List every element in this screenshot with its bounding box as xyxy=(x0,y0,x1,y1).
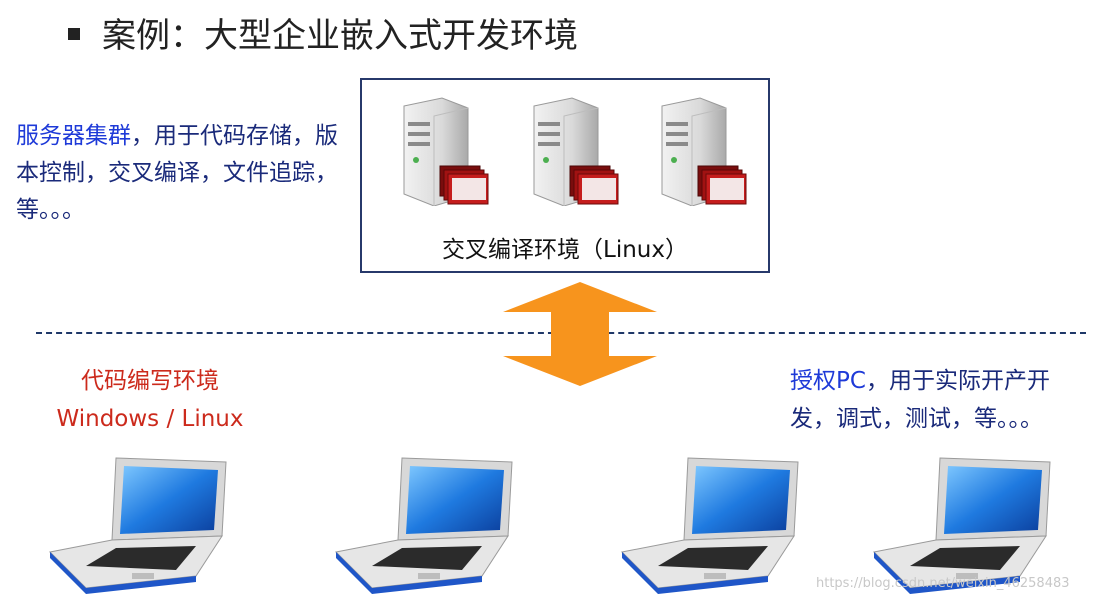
title-text: 案例：大型企业嵌入式开发环境 xyxy=(102,16,578,56)
laptop-icon xyxy=(620,457,799,594)
laptop-icon xyxy=(334,457,513,594)
bullet-icon xyxy=(68,27,80,40)
licensed-pc-label: 授权PC xyxy=(790,368,866,394)
laptop-icon xyxy=(872,457,1051,594)
licensed-pc-description: 授权PC，用于实际开产开发，调式，测试，等。。。 xyxy=(790,362,1090,438)
server-cluster-label: 服务器集群 xyxy=(16,123,131,149)
server-icon xyxy=(661,97,747,206)
double-arrow-icon xyxy=(503,282,657,386)
licensed-pc-details: ，用于实际开产开发，调式，测试，等。。。 xyxy=(790,368,1050,432)
code-env-os: Windows / Linux xyxy=(56,406,244,432)
code-writing-environment: 代码编写环境 Windows / Linux xyxy=(40,362,260,438)
server-cluster-box: 交叉编译环境（Linux） xyxy=(360,78,770,273)
folder-stack-icon xyxy=(569,165,619,205)
server-cluster-details: ，用于代码存储，版本控制，交叉编译，文件追踪，等。。。 xyxy=(16,123,338,223)
watermark: https://blog.csdn.net/weixin_46258483 xyxy=(816,576,1070,591)
server-icon xyxy=(533,97,619,206)
page-title: 案例：大型企业嵌入式开发环境 xyxy=(68,8,578,57)
folder-stack-icon xyxy=(697,165,747,205)
laptop-icon xyxy=(48,457,227,594)
server-cluster-description: 服务器集群，用于代码存储，版本控制，交叉编译，文件追踪，等。。。 xyxy=(16,118,356,229)
folder-stack-icon xyxy=(439,165,489,205)
code-env-label: 代码编写环境 xyxy=(81,368,219,394)
server-icon xyxy=(403,97,489,206)
server-box-caption: 交叉编译环境（Linux） xyxy=(442,237,688,263)
